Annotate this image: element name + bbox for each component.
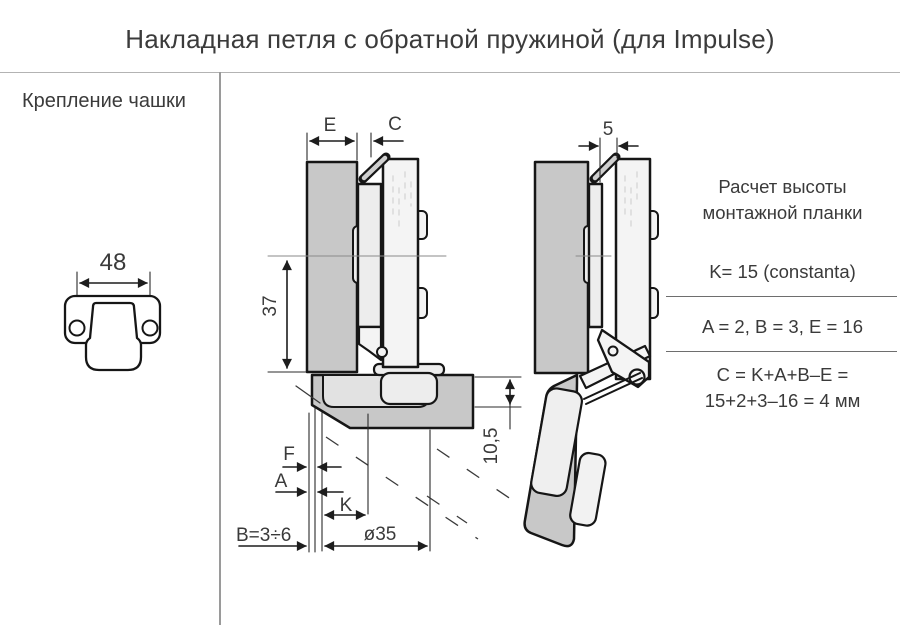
page-title: Накладная петля с обратной пружиной (для… [125,24,775,54]
calc-separator [666,296,897,297]
dim-label-c: C [388,114,402,135]
dim-label-10-5: 10,5 [481,428,502,465]
fixing-screw-body [592,155,618,181]
sidebar-heading: Крепление чашки [22,90,186,112]
arm-shading [392,171,412,233]
cup-tab [569,451,607,527]
section-hatching [325,436,525,540]
dim-label-48: 48 [100,249,127,276]
dim-label-k: K [340,495,353,516]
hatch-line [295,385,321,404]
hinge-cup [379,371,439,406]
dim-label-f: F [283,444,295,465]
dim-label-5: 5 [603,119,614,140]
cabinet-panel [305,160,359,374]
arm-shading [624,171,638,233]
dim-label-a: A [275,471,288,492]
cup-mount-plan-view: 48 [63,249,162,372]
calc-values-row: A = 2, B = 3, E = 16 [702,316,863,337]
pivot-pin [376,346,388,358]
spring-lever [585,377,643,405]
pivot-pin-small [607,345,619,357]
hinge-cup-open [530,387,583,498]
calc-formula-line1: C = K+A+B–E = [716,364,849,385]
calc-formula-line2: 15+2+3–16 = 4 мм [704,390,861,411]
spring-lever [583,372,641,400]
cabinet-panel [533,160,590,375]
closed-hinge-view [267,152,475,430]
screw-hole-left [68,319,86,337]
calc-heading-line2: монтажной планки [702,202,863,223]
sidebar-divider [219,72,221,625]
title-divider [0,72,900,73]
dim-label-37: 37 [260,295,281,316]
dimensions-closed-view: E C 37 10,5 F A K B=3÷6 ø35 [236,114,522,553]
hinge-arm [381,157,420,369]
dimensions-open-view: 5 [578,119,639,183]
extension-lines [267,132,522,553]
calc-heading-line1: Расчет высоты [718,176,847,197]
calc-separator [666,351,897,352]
dim-label-dia35: ø35 [364,524,397,545]
door-cup-group [530,387,607,527]
cup-outline [84,301,143,372]
screw-hole-right [141,319,159,337]
arm-knuckle [357,325,383,362]
fixing-screw-body [361,155,388,181]
dim-label-e: E [324,115,337,136]
open-hinge-view [523,152,659,548]
calc-constant-row: K= 15 (constanta) [709,261,856,282]
dimension-arrows [238,136,515,551]
dim-label-b: B=3÷6 [236,525,291,546]
